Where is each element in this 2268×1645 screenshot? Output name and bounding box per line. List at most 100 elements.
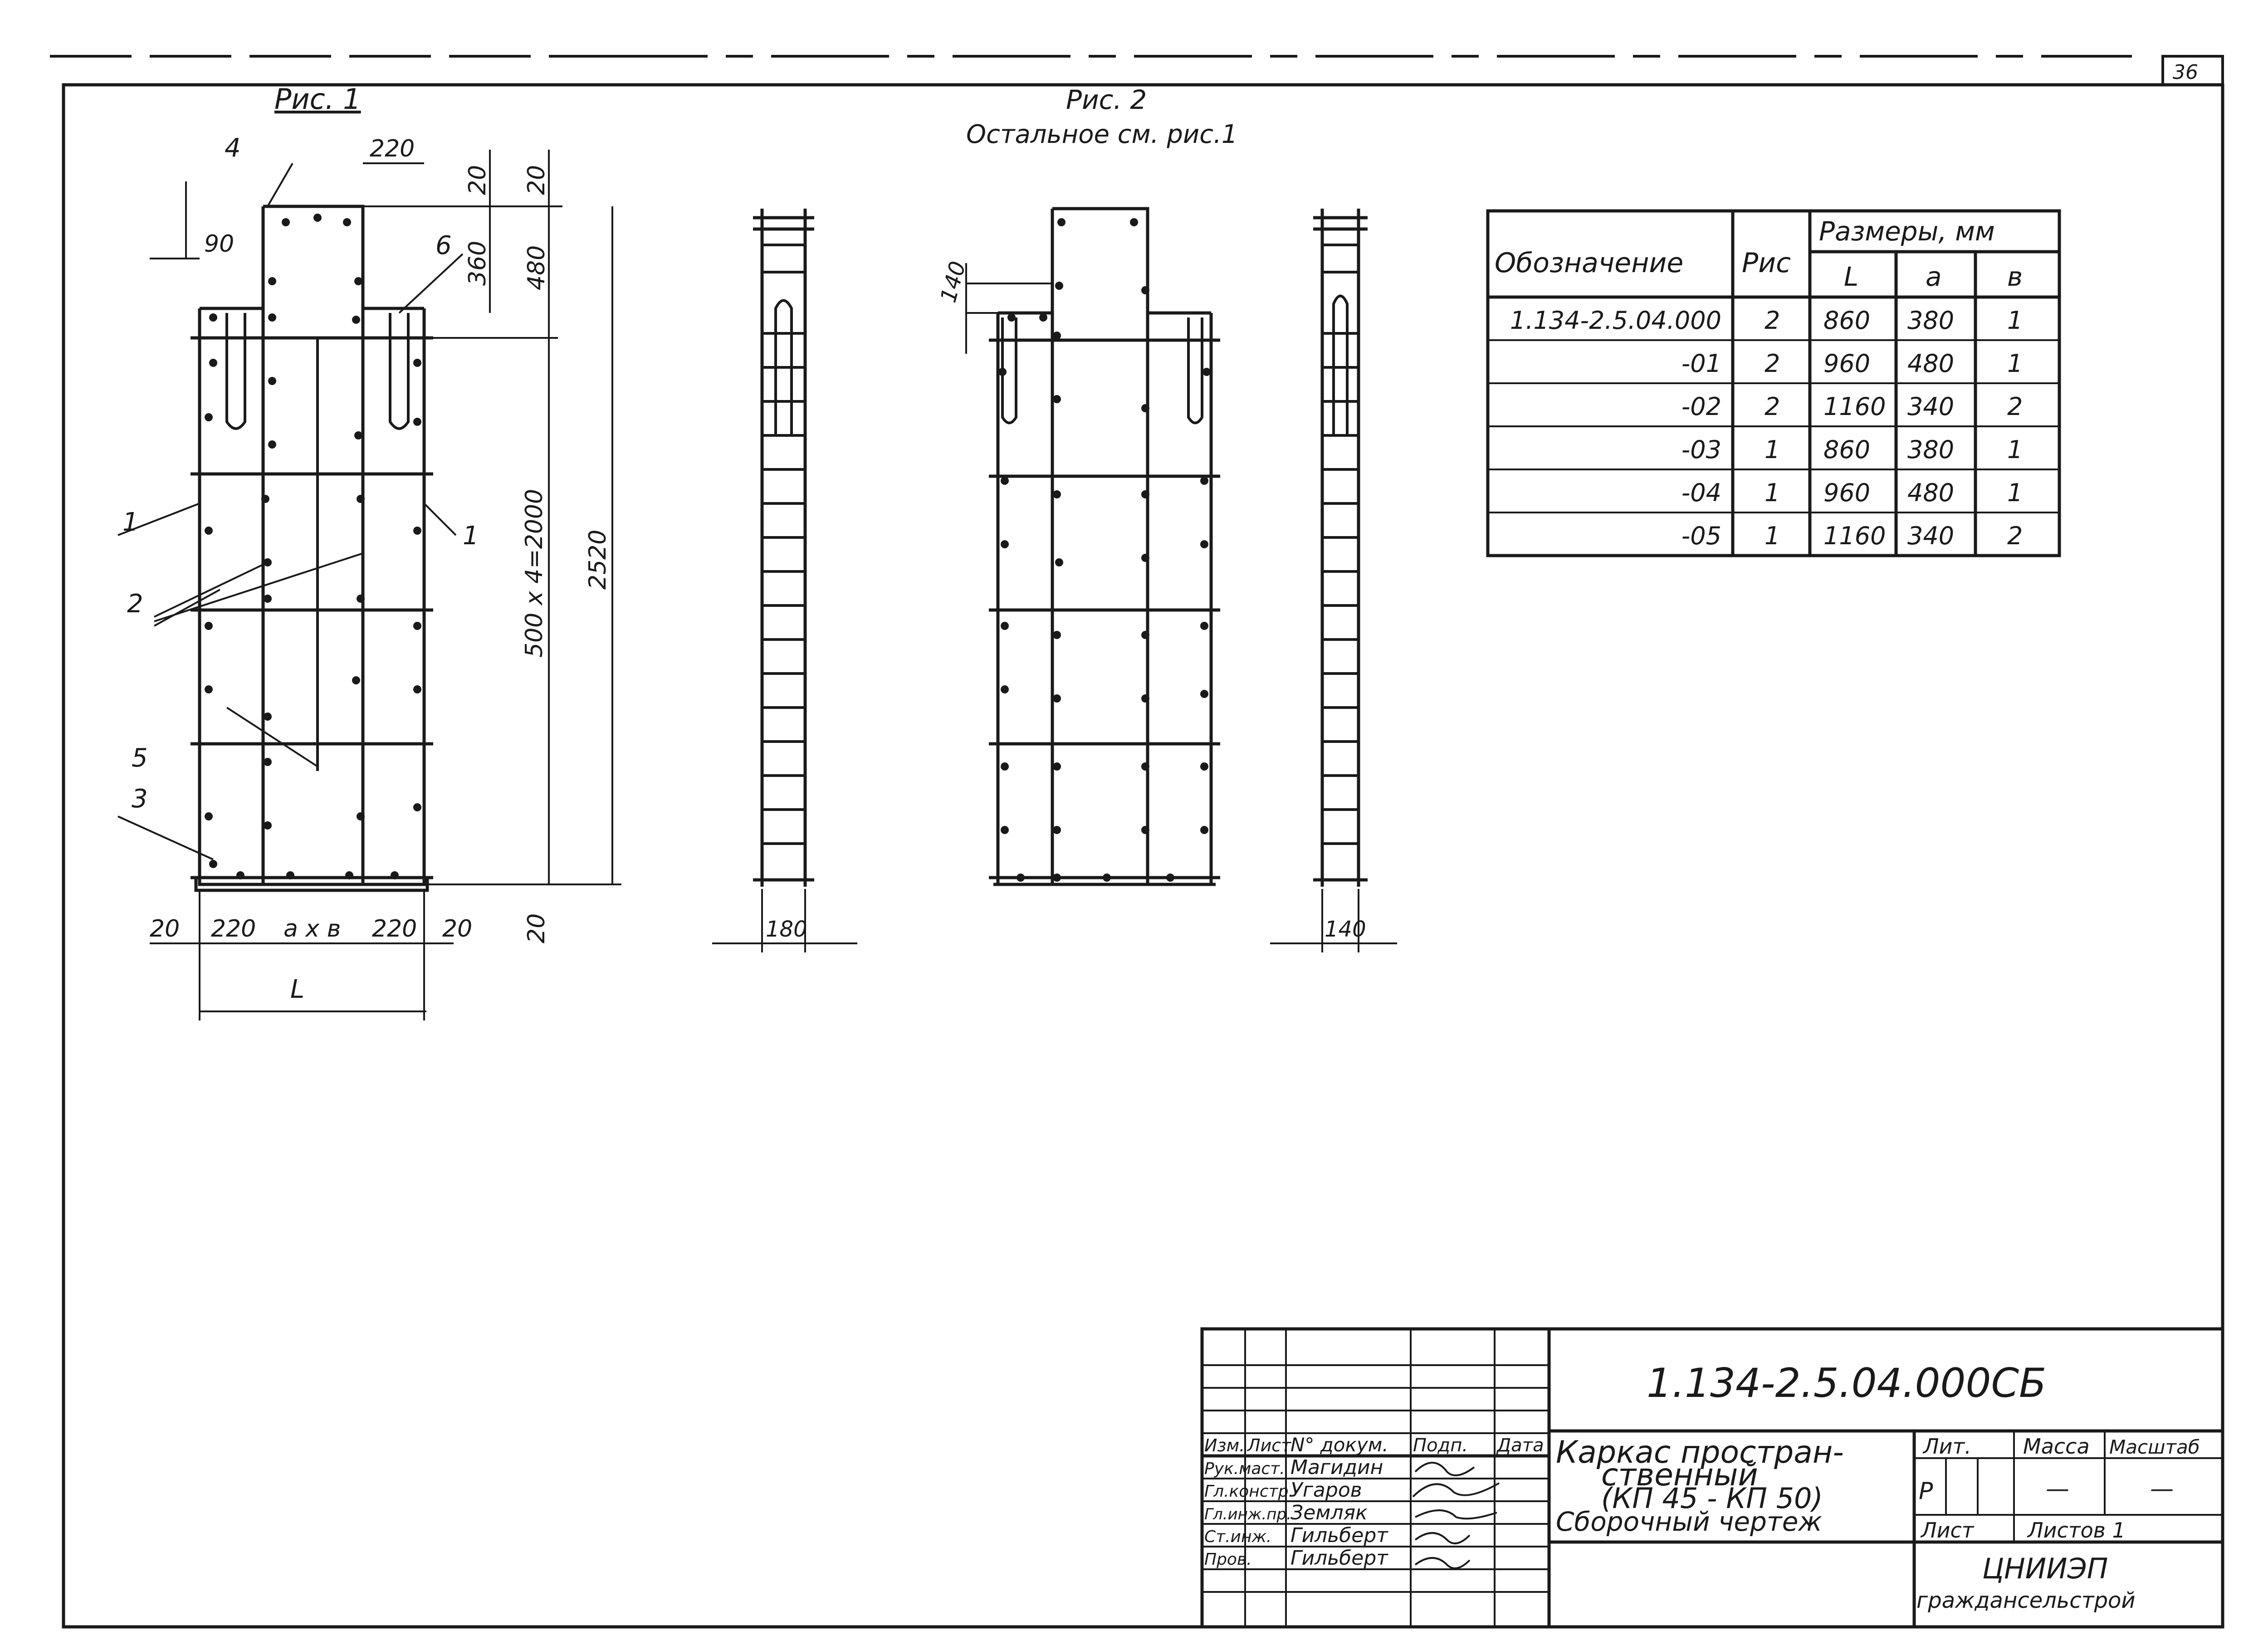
table-row: -03 1 860 380 1 xyxy=(1681,435,2023,464)
scale-value: — xyxy=(2150,1475,2174,1503)
dim-220-right: 220 xyxy=(372,915,417,942)
name-4: Гильберт xyxy=(1290,1547,1388,1570)
row-4-fig: 1 xyxy=(1765,435,1780,464)
row-6-L: 1160 xyxy=(1823,522,1886,550)
row-5-fig: 1 xyxy=(1765,478,1780,507)
row-4-a: 380 xyxy=(1907,435,1954,464)
row-4-designation: -03 xyxy=(1681,435,1721,464)
leader-5: 5 xyxy=(132,743,148,773)
row-1-L: 860 xyxy=(1823,306,1870,335)
dim-2520: 2520 xyxy=(584,530,611,590)
dim-axb: a x в xyxy=(284,915,341,942)
page-number: 36 xyxy=(2173,61,2198,84)
dim-20-bottom: 20 xyxy=(523,913,550,943)
leader-6: 6 xyxy=(435,231,452,260)
row-3-fig: 2 xyxy=(1765,392,1780,421)
leader-1-left: 1 xyxy=(122,508,139,537)
hdr-ndoc: N° докум. xyxy=(1290,1434,1388,1456)
name-2: Земляк xyxy=(1290,1501,1368,1524)
title-name-3: (КП 45 - КП 50) xyxy=(1601,1482,1823,1515)
dim-360: 360 xyxy=(464,241,491,286)
row-3-designation: -02 xyxy=(1681,392,1721,421)
row-6-b: 2 xyxy=(2007,522,2023,550)
name-1: Угаров xyxy=(1290,1479,1362,1502)
table-row: -02 2 1160 340 2 xyxy=(1681,392,2023,421)
row-3-L: 1160 xyxy=(1823,392,1886,421)
dim-500x4: 500 x 4=2000 xyxy=(521,489,548,658)
dim-20-bottom-left: 20 xyxy=(150,915,180,942)
doc-code: 1.134-2.5.04.000СБ xyxy=(1647,1360,2046,1406)
table-row: -05 1 1160 340 2 xyxy=(1681,522,2023,550)
sheets-label: Листов 1 xyxy=(2027,1518,2126,1542)
side-2-dim: 140 xyxy=(1325,917,1366,942)
title-name-1: Каркас простран- xyxy=(1556,1435,1844,1470)
row-4-b: 1 xyxy=(2007,435,2023,464)
sheet-label: Лист xyxy=(1920,1518,1975,1542)
row-1-designation: 1.134-2.5.04.000 xyxy=(1510,306,1721,335)
row-2-a: 480 xyxy=(1907,349,1954,378)
figure-2-title: Рис. 2 xyxy=(1066,84,1147,115)
leader-2: 2 xyxy=(127,589,143,619)
role-0: Рук.маст. xyxy=(1204,1460,1285,1478)
title-block: 1.134-2.5.04.000СБ Каркас простран- стве… xyxy=(1200,1327,2224,1629)
dim-20-b: 20 xyxy=(523,165,550,195)
table-header-b: в xyxy=(2007,261,2023,292)
figure-2-note: Остальное см. рис.1 xyxy=(966,120,1238,149)
dim-20-bottom-right: 20 xyxy=(442,915,472,942)
row-6-fig: 1 xyxy=(1765,522,1780,550)
row-2-designation: -01 xyxy=(1681,349,1721,378)
title-name-4: Сборочный чертеж xyxy=(1556,1506,1822,1537)
row-4-L: 860 xyxy=(1823,435,1870,464)
role-1: Гл.констр. xyxy=(1204,1482,1294,1501)
dim-220-left: 220 xyxy=(211,915,256,942)
dim-90: 90 xyxy=(204,230,234,258)
signatures xyxy=(1412,1462,1500,1569)
table-header-fig: Рис xyxy=(1742,247,1791,279)
row-3-b: 2 xyxy=(2007,392,2023,421)
dim-L: L xyxy=(290,975,304,1004)
org-line-1: ЦНИИЭП xyxy=(1982,1552,2108,1585)
row-5-b: 1 xyxy=(2007,478,2023,507)
figure-1-title: Рис. 1 xyxy=(274,83,361,116)
side-view-2: 140 xyxy=(1270,209,1397,952)
table-header-sizes: Размеры, мм xyxy=(1819,216,1995,247)
title-name-2: ственный xyxy=(1601,1457,1758,1493)
spec-table: Обозначение Рис Размеры, мм L a в 1.134-… xyxy=(1486,209,2061,557)
side-view-1: 180 xyxy=(712,209,857,952)
table-header-L: L xyxy=(1844,261,1858,292)
name-3: Гильберт xyxy=(1290,1524,1388,1547)
row-6-a: 340 xyxy=(1907,522,1954,550)
lit-value: Р xyxy=(1919,1478,1933,1505)
dim-20-a: 20 xyxy=(464,165,491,195)
hdr-list: Лист xyxy=(1246,1435,1292,1455)
row-5-designation: -04 xyxy=(1681,478,1721,507)
org-line-2: граждансельстрой xyxy=(1916,1588,2136,1613)
table-header-a: a xyxy=(1926,261,1942,292)
figure-2: Рис. 2 Остальное см. рис.1 xyxy=(935,84,1238,886)
row-1-a: 380 xyxy=(1907,306,1954,335)
row-2-b: 1 xyxy=(2007,349,2023,378)
sheet-frame xyxy=(50,55,2224,1629)
dim-480: 480 xyxy=(523,245,550,290)
hdr-data: Дата xyxy=(1496,1435,1544,1456)
mass-value: — xyxy=(2046,1475,2069,1503)
table-row: 1.134-2.5.04.000 2 860 380 1 xyxy=(1510,306,2023,335)
row-3-a: 340 xyxy=(1907,392,1954,421)
hdr-podp: Подп. xyxy=(1413,1435,1468,1456)
mass-label: Масса xyxy=(2023,1434,2090,1459)
dim-220-top: 220 xyxy=(370,135,415,162)
scale-label: Масштаб xyxy=(2109,1436,2200,1458)
lit-label: Лит. xyxy=(1922,1434,1971,1459)
side-1-dim: 180 xyxy=(766,917,807,942)
row-5-a: 480 xyxy=(1907,478,1954,507)
role-2: Гл.инж.пр. xyxy=(1204,1505,1291,1523)
leader-4: 4 xyxy=(225,133,241,163)
table-row: -01 2 960 480 1 xyxy=(1681,349,2023,378)
figure-1: Рис. 1 xyxy=(117,83,621,1020)
row-2-L: 960 xyxy=(1823,349,1870,378)
row-5-L: 960 xyxy=(1823,478,1870,507)
row-6-designation: -05 xyxy=(1681,522,1721,550)
row-1-fig: 2 xyxy=(1765,306,1780,335)
role-4: Пров. xyxy=(1204,1550,1252,1569)
